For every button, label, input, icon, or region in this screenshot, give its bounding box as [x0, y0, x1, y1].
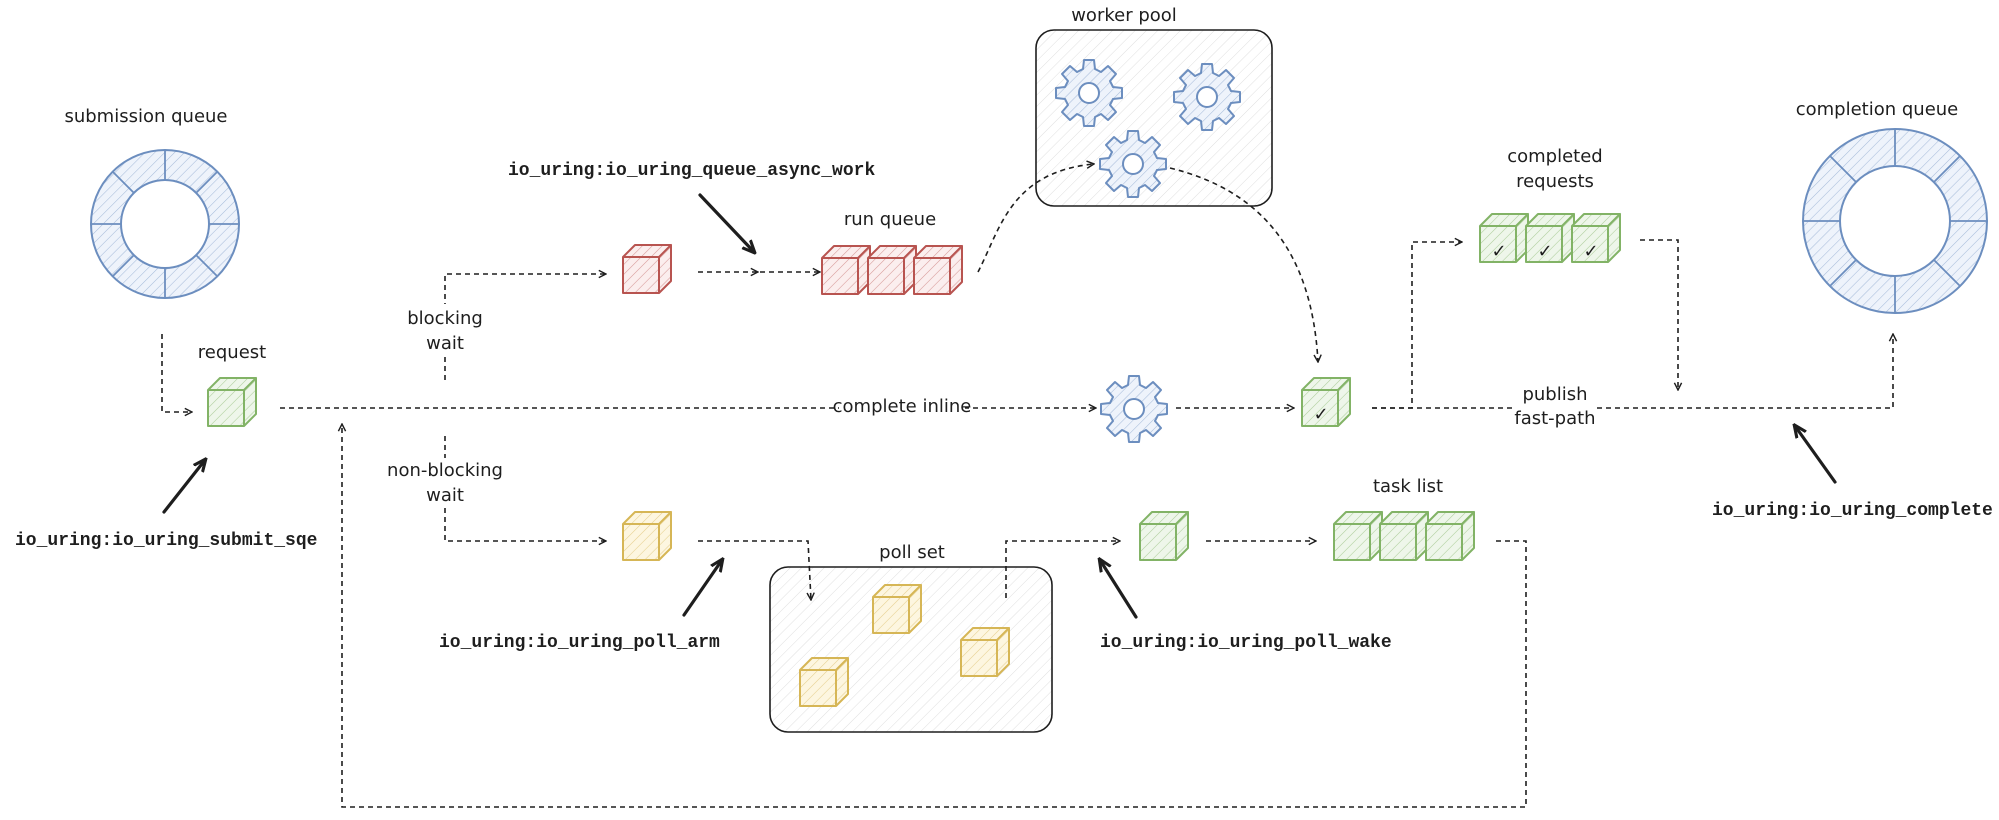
inline-gear-icon [1100, 375, 1168, 443]
completion-queue-label: completion queue [1796, 99, 1959, 120]
tracepoint-queue-async-work: io_uring:io_uring_queue_async_work [508, 161, 875, 181]
task-list [1333, 511, 1475, 561]
non-blocking-wait-label-line2: wait [426, 485, 464, 506]
submission-queue-ring [90, 149, 240, 299]
polled-request-cube-icon [799, 657, 849, 707]
check-icon: ✓ [1491, 241, 1506, 262]
submit-sqe-pointer-arrow [162, 460, 205, 514]
queue-async-work-pointer-arrow [698, 193, 754, 252]
poll-wake-pointer-arrow [1100, 560, 1138, 619]
publish-fast-path-label-line1: publish [1522, 384, 1587, 405]
complete-inline-label: complete inline [833, 396, 972, 417]
publish-fast-path-label-line2: fast-path [1514, 408, 1595, 429]
tracepoint-submit-sqe: io_uring:io_uring_submit_sqe [15, 531, 317, 551]
tracepoint-poll-arm: io_uring:io_uring_poll_arm [439, 633, 720, 653]
publish-fast-path-arrow [1372, 334, 1893, 409]
completion-queue-ring [1802, 128, 1988, 314]
worker-gear-icon [1173, 63, 1241, 131]
non-blocking-request-cube-icon [622, 511, 672, 561]
check-icon: ✓ [1583, 241, 1598, 262]
task-list-label: task list [1373, 476, 1443, 497]
worker-gear-icon [1055, 59, 1123, 127]
run-queue-cube-icon [821, 245, 871, 295]
tracepoint-poll-wake: io_uring:io_uring_poll_wake [1100, 633, 1392, 653]
completed-requests-label-line1: completed [1507, 146, 1603, 167]
task-list-loop-back-arrow [342, 424, 1527, 808]
run-queue [821, 245, 963, 295]
task-list-cube-icon [1333, 511, 1383, 561]
woken-request-cube-icon [1139, 511, 1189, 561]
to-poll-set-arrow [698, 540, 811, 600]
poll-set-label: poll set [879, 542, 945, 563]
run-queue-label: run queue [844, 209, 936, 230]
to-completed-requests-arrow [1372, 242, 1462, 409]
check-icon: ✓ [1537, 241, 1552, 262]
worker-pool-label: worker pool [1071, 5, 1177, 26]
polled-request-cube-icon [960, 627, 1010, 677]
blocking-wait-label-line1: blocking [407, 308, 483, 329]
run-queue-cube-icon [913, 245, 963, 295]
complete-pointer-arrow [1795, 426, 1837, 484]
polled-request-cube-icon [872, 584, 922, 634]
request-label: request [198, 342, 266, 363]
tracepoint-pointers [162, 193, 1837, 619]
check-icon: ✓ [1313, 404, 1328, 425]
task-list-cube-icon [1425, 511, 1475, 561]
tracepoint-complete: io_uring:io_uring_complete [1712, 501, 1993, 521]
request-cube-icon [207, 377, 257, 427]
run-queue-cube-icon [867, 245, 917, 295]
completed-requests-to-publish-arrow [1640, 239, 1678, 390]
blocking-wait-label-line2: wait [426, 333, 464, 354]
blocking-request-cube-icon [622, 244, 672, 294]
non-blocking-wait-label-line1: non-blocking [387, 460, 503, 481]
sq-to-request-arrow [161, 334, 192, 412]
submission-queue-label: submission queue [64, 106, 227, 127]
poll-arm-pointer-arrow [682, 560, 722, 617]
completed-requests-label-line2: requests [1516, 171, 1594, 192]
task-list-cube-icon [1379, 511, 1429, 561]
worker-gear-icon [1099, 130, 1167, 198]
run-queue-to-worker-arrow [977, 164, 1094, 273]
poll-set-to-wake-arrow [1005, 541, 1120, 598]
